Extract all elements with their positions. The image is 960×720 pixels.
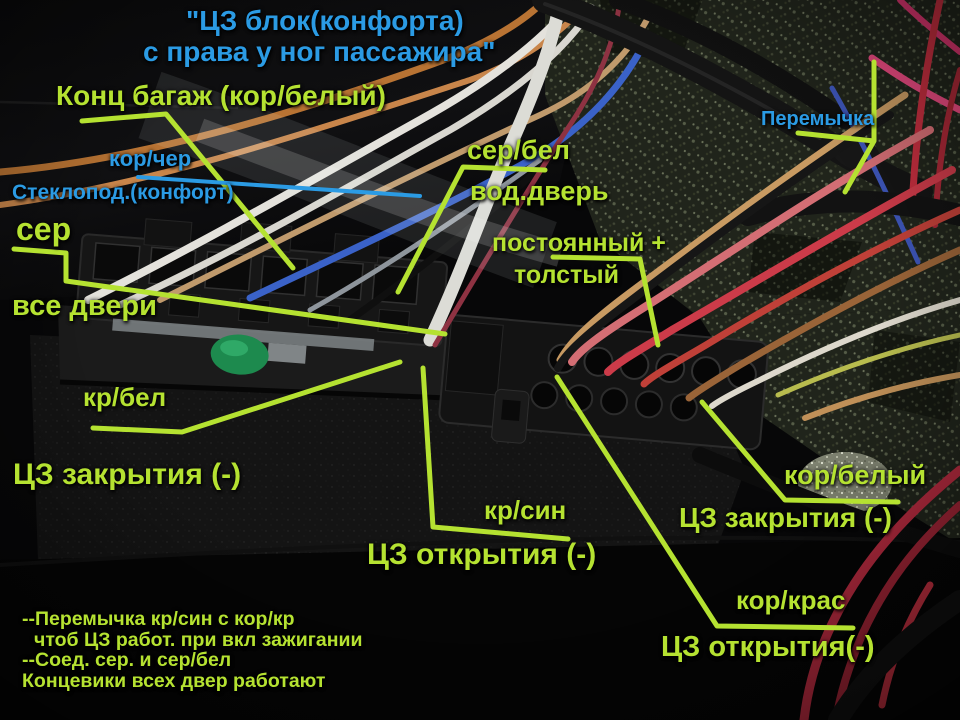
note-line4: Концевики всех двер работают xyxy=(22,669,326,692)
note-line3: --Соед. сер. и сер/бел xyxy=(22,649,232,671)
leader-peremychka xyxy=(795,59,877,195)
label-ser-bel: сер/бел xyxy=(467,135,570,165)
leader-postoyanny xyxy=(550,254,661,348)
label-cz-otkrytiya-center: ЦЗ открытия (-) xyxy=(367,538,597,571)
annotation-lines xyxy=(11,59,901,631)
label-vse-dveri: все двери xyxy=(12,290,157,322)
label-ser: сер xyxy=(16,211,72,247)
label-vod-dver: вод.дверь xyxy=(470,176,609,206)
leader-kr-sin xyxy=(420,365,571,542)
label-postoyanny-line2: толстый xyxy=(514,261,619,289)
label-kr-bel: кр/бел xyxy=(83,382,167,412)
label-peremychka: Перемычка xyxy=(761,108,875,130)
leader-kr-bel xyxy=(90,359,403,435)
label-kor-kras: кор/крас xyxy=(736,585,846,615)
leader-kor-cher xyxy=(136,175,422,198)
label-cz-zakrytiya-left: ЦЗ закрытия (-) xyxy=(13,458,242,491)
bottom-notes: --Перемычка кр/син с кор/кр чтоб ЦЗ рабо… xyxy=(22,609,362,691)
label-kor-bely: кор/белый xyxy=(784,460,927,490)
leader-konc-bagazh xyxy=(79,111,296,271)
leader-ser xyxy=(11,246,448,337)
leader-kor-bely xyxy=(699,399,901,505)
title-line2: с права у ног пассажира" xyxy=(143,36,496,67)
leader-ser-bel xyxy=(395,164,548,295)
label-konc-bagazh: Конц багаж (кор/белый) xyxy=(56,80,386,111)
label-kor-cher: кор/чер xyxy=(109,146,192,171)
label-cz-zakrytiya-right: ЦЗ закрытия (-) xyxy=(679,502,892,533)
label-kr-sin: кр/син xyxy=(484,495,567,525)
label-cz-otkrytiya-right: ЦЗ открытия(-) xyxy=(661,631,875,663)
label-steklopod: Стеклопод.(конфорт) xyxy=(12,181,234,204)
note-line2: чтоб ЦЗ работ. при вкл зажигании xyxy=(34,628,363,651)
note-line1: --Перемычка кр/син с кор/кр xyxy=(22,608,295,630)
leader-kor-kras xyxy=(554,374,856,631)
label-postoyanny-line1: постоянный + xyxy=(492,229,666,257)
title-line1: "ЦЗ блок(конфорта) xyxy=(186,5,464,36)
